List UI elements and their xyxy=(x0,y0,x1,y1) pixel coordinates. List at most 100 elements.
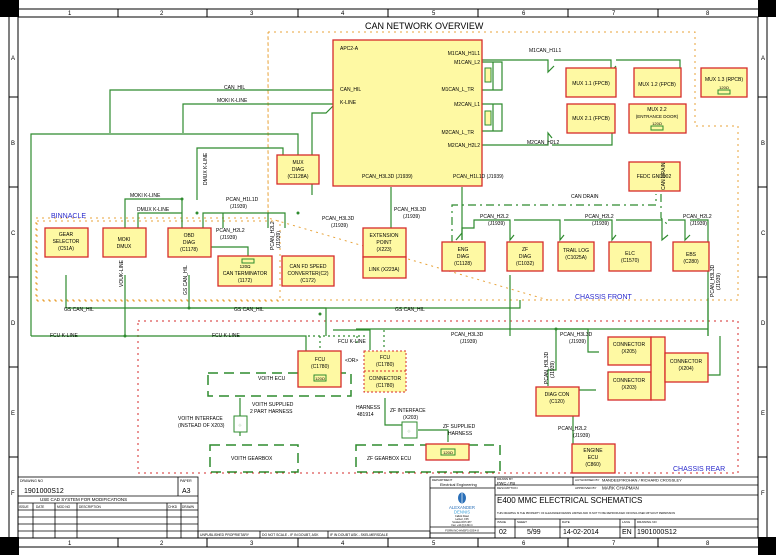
issue: 02 xyxy=(499,529,507,536)
signal-label: PCAN_H2L2 xyxy=(683,214,712,220)
module-ebs[interactable]: EBS (C280) xyxy=(672,241,710,272)
module-trailer-log[interactable]: TRAIL LOG (C1025A) xyxy=(557,241,595,272)
footer-note: IF IN DOUBT ASK - SKELMERSDALE xyxy=(330,533,389,537)
language: EN xyxy=(622,529,632,536)
module-extension-point[interactable]: EXTENSION POINT (X223) LINK (X223A) xyxy=(362,227,407,279)
pin-label: CAN_HIL xyxy=(340,87,361,93)
wire-moki-kline xyxy=(182,103,333,133)
module-label: DIAG xyxy=(183,240,195,246)
module-obd-diag[interactable]: OBD DIAG (C1178) xyxy=(167,227,212,258)
module-label: DMUX xyxy=(117,244,132,250)
wire-top-bus xyxy=(30,133,299,336)
connector-pins-icon: ⁘ xyxy=(407,429,411,435)
col-label: 3 xyxy=(250,11,254,17)
wire-fcu-kline-2 xyxy=(333,329,371,350)
module-connector-x205[interactable]: CONNECTOR (X205) xyxy=(607,336,652,366)
drawing-date: 14-02-2014 xyxy=(563,529,599,536)
module-label: DIAG xyxy=(292,167,304,173)
wire-can-drain-v xyxy=(660,194,669,226)
module-mux12[interactable]: MUX 1.2 (FPCB) xyxy=(633,67,682,98)
signal-label: PCAN_H2L2 xyxy=(585,214,614,220)
connector-bridge xyxy=(650,336,666,401)
wire-dmux-kline-lower xyxy=(137,212,182,228)
module-can-terminator[interactable]: 120Ω CAN TERMINATOR (1172) xyxy=(217,255,273,287)
drawing-number-ref: 1901000S12 xyxy=(637,529,677,536)
title-block-text: DRAWING NO 1901000S12 PAPER A3 USE CAD S… xyxy=(19,477,682,537)
department-label: DEPARTMENT xyxy=(432,478,453,482)
module-label: DIAG xyxy=(457,254,469,260)
lang-label: LANG xyxy=(622,520,631,524)
resistor-icon xyxy=(313,374,327,382)
signal-label-vertical: PCAN_H3L3D xyxy=(710,264,716,297)
company-name: DENNIS xyxy=(454,510,470,515)
signal-label: MOKI K-LINE xyxy=(217,98,248,104)
title-block xyxy=(17,476,759,539)
module-diag-con[interactable]: DIAG CON (C120) xyxy=(535,386,580,417)
wire-diag-con xyxy=(547,329,557,386)
module-label: 120Ω xyxy=(240,264,252,269)
signal-label: FCU K-LINE xyxy=(50,333,78,339)
form-number: FORM NO HMSF5 003/4 8 xyxy=(445,529,479,533)
signal-label: PCAN_H3L3D xyxy=(394,207,427,213)
module-fcu-connector[interactable]: FCU (C1780) CONNECTOR (C1780) xyxy=(363,350,407,393)
signal-label: PCAN_H2L2 xyxy=(216,228,245,234)
module-mux13[interactable]: MUX 1.3 (RPCB) 120Ω xyxy=(700,67,748,98)
module-zf-terminator[interactable]: 120Ω xyxy=(425,443,470,461)
module-eng-diag[interactable]: ENG DIAG (C1128) xyxy=(441,241,486,272)
module-label: MOKI xyxy=(118,237,131,243)
signal-label: (J1939) xyxy=(403,214,420,220)
module-mux-diag[interactable]: MUX DIAG (C1128A) xyxy=(276,154,320,185)
signal-label: (X203) xyxy=(403,415,418,421)
module-mux11[interactable]: MUX 1.1 (FPCB) xyxy=(565,67,617,98)
signal-label: CAN_HIL xyxy=(224,85,245,91)
row-label: B xyxy=(761,141,765,147)
wire-pcan-h3l3d-binnacle xyxy=(202,212,269,228)
signal-label: (J1939) xyxy=(569,339,586,345)
resistor-icon xyxy=(440,448,456,456)
authorised-label: AUTHORISED BY xyxy=(575,478,600,482)
column-ruler-top xyxy=(9,9,767,547)
module-connector-x204[interactable]: CONNECTOR (X204) xyxy=(664,352,709,383)
signal-label: (J1939) xyxy=(573,433,590,439)
module-moki-dmux[interactable]: MOKI DMUX xyxy=(102,227,147,258)
module-label: (C1780) xyxy=(376,383,394,389)
module-label: (1172) xyxy=(238,278,252,284)
row-label: C xyxy=(11,231,16,237)
col-label: 1 xyxy=(68,11,72,17)
pin-label: PCAN_H1L1D (J1939) xyxy=(453,174,504,180)
col-label: 6 xyxy=(522,11,526,17)
row-label: A xyxy=(11,56,15,62)
module-apc[interactable]: APC2-A CAN_HIL K-LINE M1CAN_H1L1 M1CAN_L… xyxy=(332,39,504,187)
resistor-label: 120Ω xyxy=(719,85,729,90)
module-label: DIAG CON xyxy=(545,392,570,398)
module-can-speed-converter[interactable]: CAN FD SPEED CONVERTER(C2) (C172) xyxy=(281,255,335,287)
module-elc[interactable]: ELC (C1570) xyxy=(608,241,652,272)
module-label: MUX xyxy=(292,160,304,166)
module-label: (C1128) xyxy=(454,261,472,267)
module-fedc-gnd[interactable]: FEDC GND002 xyxy=(628,161,681,192)
wire-dmux-kline-v xyxy=(196,147,284,200)
module-engine-ecu[interactable]: ENGINE ECU (C860) xyxy=(571,443,616,474)
module-mux21[interactable]: MUX 2.1 (FPCB) xyxy=(566,103,616,134)
module-connector-x203[interactable]: CONNECTOR (X203) xyxy=(607,371,652,401)
rev-header: DATE xyxy=(36,505,44,509)
module-label: EBS xyxy=(686,252,697,258)
module-zf-diag[interactable]: ZF DIAG (C1032) xyxy=(506,241,544,272)
module-label: LINK (X223A) xyxy=(369,267,400,273)
signal-label-vertical: CAN DRAIN xyxy=(661,162,667,190)
module-gear-selector[interactable]: GEAR SELECTOR (C51A) xyxy=(44,227,89,258)
company-address: Scotland FK5 4PY xyxy=(452,521,472,524)
signal-label: PCAN_H1L1D xyxy=(226,197,259,203)
sheet-number: 5/99 xyxy=(527,529,541,536)
signal-label: 2 PART HARNESS xyxy=(250,409,293,415)
module-fcu[interactable]: FCU (C1780) 120Ω xyxy=(297,350,342,388)
signal-label: GS CAN_HIL xyxy=(395,307,425,313)
resistor-icon xyxy=(717,89,731,95)
module-label: (C280) xyxy=(683,259,699,265)
signal-label-vertical: PCAN_H2L2 xyxy=(270,221,276,250)
module-label: ELC xyxy=(625,251,635,257)
module-mux22[interactable]: MUX 2.2 (ENTRANCE DOOR) 120Ω xyxy=(628,103,687,134)
signal-label: PCAN_H2L2 xyxy=(558,426,587,432)
zone-chassis-front-outline xyxy=(35,31,739,301)
module-label: FCU xyxy=(315,357,326,363)
